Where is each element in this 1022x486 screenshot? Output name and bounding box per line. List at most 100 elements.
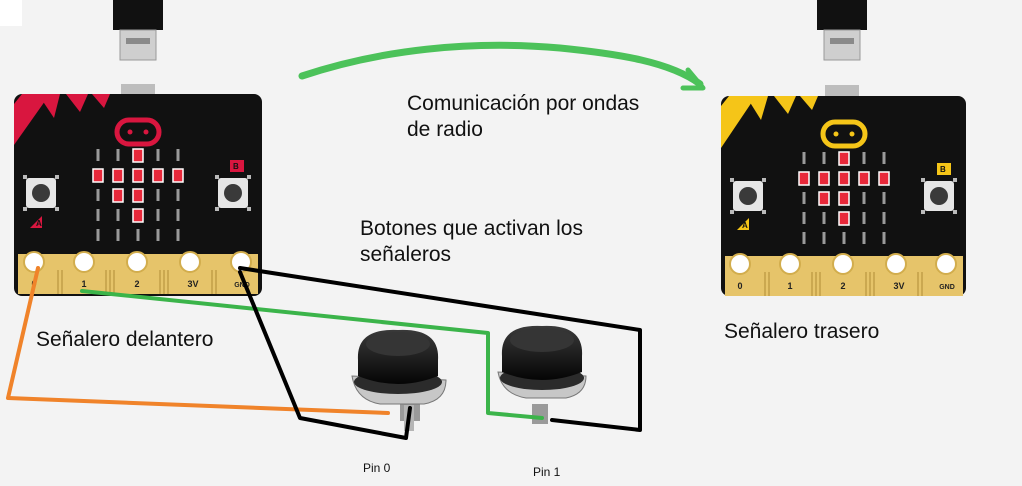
led-on <box>878 171 890 186</box>
led-off <box>802 152 806 164</box>
led-off <box>882 192 886 204</box>
led-on <box>838 191 850 206</box>
led-on <box>858 171 870 186</box>
pin-label: 3V <box>187 279 198 289</box>
led-matrix <box>798 151 890 244</box>
led-off <box>156 209 160 221</box>
pin-2[interactable] <box>832 253 854 275</box>
rear-signal-caption: Señalero trasero <box>724 320 880 343</box>
accent-stripe <box>14 94 50 145</box>
buttons-description-label: Botones que activan los señaleros <box>360 217 583 266</box>
led-on <box>132 148 144 163</box>
pin1-button-label: Pin 1 <box>533 465 561 479</box>
led-off <box>882 232 886 244</box>
led-off <box>862 152 866 164</box>
led-off <box>156 149 160 161</box>
pin-3v[interactable] <box>885 253 907 275</box>
led-on <box>112 188 124 203</box>
accent-stripe <box>800 96 818 110</box>
pin-3v[interactable] <box>179 251 201 273</box>
front-signal-caption: Señalero delantero <box>36 328 214 351</box>
led-off <box>176 209 180 221</box>
led-on <box>798 171 810 186</box>
front-board: A B 0 1 2 3V GND <box>14 0 262 296</box>
led-on <box>92 168 104 183</box>
led-off <box>96 209 100 221</box>
led-off <box>176 189 180 201</box>
microbit-logo <box>114 117 162 147</box>
led-off <box>882 152 886 164</box>
led-off <box>862 192 866 204</box>
button-b-label: B <box>233 162 239 171</box>
button-a-label: A <box>36 219 42 228</box>
led-off <box>862 232 866 244</box>
led-off <box>96 229 100 241</box>
wire-gnd-to-button0 <box>238 270 412 440</box>
led-off <box>802 232 806 244</box>
pin-label: 3V <box>893 281 904 291</box>
pin-gnd[interactable] <box>935 253 957 275</box>
wire-pin1-green <box>80 289 544 420</box>
led-on <box>838 211 850 226</box>
accent-stripe <box>721 96 756 148</box>
led-off <box>136 229 140 241</box>
radio-communication-label: Comunicación por ondas de radio <box>407 92 640 141</box>
led-on <box>132 208 144 223</box>
pin-1[interactable] <box>73 251 95 273</box>
radio-arrow <box>298 41 706 91</box>
pin-label: 1 <box>81 279 86 289</box>
led-on <box>112 168 124 183</box>
push-button-pin1[interactable] <box>497 325 587 424</box>
led-off <box>156 229 160 241</box>
pin-label: 2 <box>134 279 139 289</box>
led-on <box>132 168 144 183</box>
led-off <box>116 209 120 221</box>
led-off <box>882 212 886 224</box>
led-off <box>822 232 826 244</box>
rear-board: A B 0 1 2 3V GND <box>721 0 966 296</box>
corner-white-block <box>0 0 22 26</box>
pin-0[interactable] <box>729 253 751 275</box>
led-on <box>172 168 184 183</box>
led-on <box>152 168 164 183</box>
led-off <box>822 212 826 224</box>
pin-label: 1 <box>787 281 792 291</box>
led-off <box>176 149 180 161</box>
led-on <box>818 171 830 186</box>
led-off <box>96 149 100 161</box>
pin-2[interactable] <box>126 251 148 273</box>
pin-label: GND <box>939 284 955 291</box>
usb-cable-rear <box>817 0 867 97</box>
wire-pin0-orange <box>6 266 390 415</box>
led-off <box>822 152 826 164</box>
pin-1[interactable] <box>779 253 801 275</box>
led-off <box>116 229 120 241</box>
button-a[interactable] <box>730 178 766 214</box>
button-a-label: A <box>742 221 748 230</box>
led-off <box>116 149 120 161</box>
pin0-button-label: Pin 0 <box>363 461 391 475</box>
led-off <box>802 192 806 204</box>
button-b[interactable] <box>215 175 251 211</box>
accent-stripe <box>746 96 768 120</box>
wire-gnd-to-button1 <box>238 266 642 432</box>
pin-label: 2 <box>840 281 845 291</box>
led-off <box>96 189 100 201</box>
push-button-pin0[interactable] <box>351 329 447 431</box>
led-off <box>862 212 866 224</box>
button-b[interactable] <box>921 178 957 214</box>
accent-stripe <box>92 94 110 108</box>
microbit-logo <box>820 119 868 149</box>
led-on <box>838 151 850 166</box>
led-off <box>176 229 180 241</box>
pin-label: GND <box>234 282 250 289</box>
accent-stripe <box>774 96 796 114</box>
button-a[interactable] <box>23 175 59 211</box>
pin-0[interactable] <box>23 251 45 273</box>
pin-label: 0 <box>737 281 742 291</box>
accent-stripe <box>38 94 60 118</box>
led-on <box>818 191 830 206</box>
led-on <box>838 171 850 186</box>
usb-cable-front <box>113 0 163 96</box>
